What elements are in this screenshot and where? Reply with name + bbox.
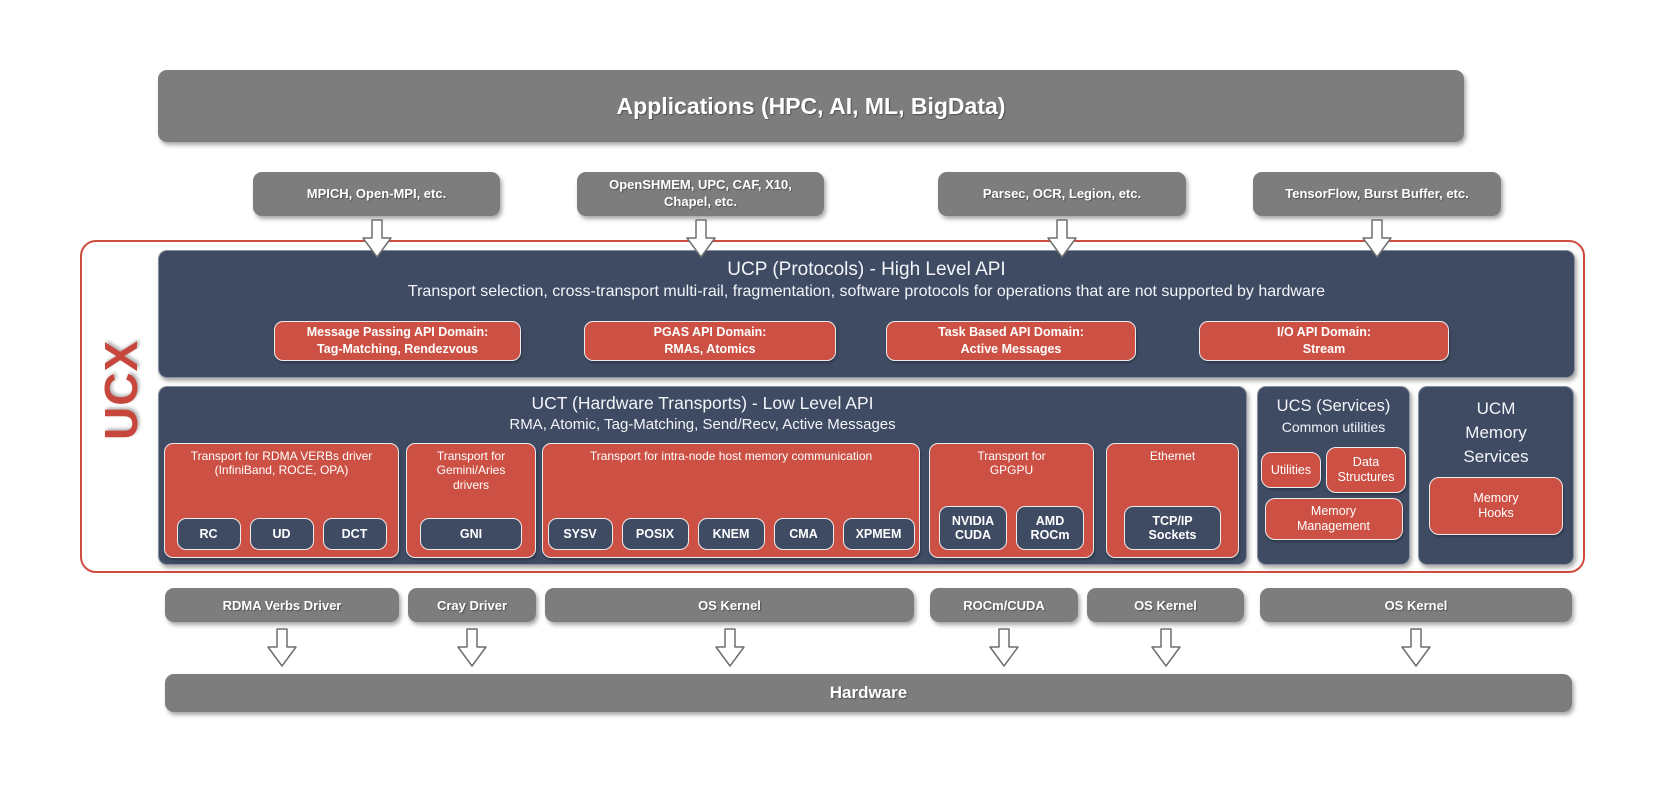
transport-label: Transport for RDMA VERBs driver (InfiniB… [190, 449, 373, 478]
driver-label: OS Kernel [698, 597, 761, 613]
chip-tcpip-sockets: TCP/IP Sockets [1124, 506, 1221, 550]
uct-layer: UCT (Hardware Transports) - Low Level AP… [158, 386, 1247, 565]
middleware-box-pgas: OpenSHMEM, UPC, CAF, X10, Chapel, etc. [577, 172, 824, 216]
ucp-domain-message-passing: Message Passing API Domain:Tag-Matching,… [274, 321, 521, 361]
down-arrow-icon [362, 219, 392, 258]
middleware-label: Parsec, OCR, Legion, etc. [982, 185, 1142, 201]
transport-label: Transport for intra-node host memory com… [589, 449, 873, 463]
transport-chips: NVIDIA CUDA AMD ROCm [934, 506, 1089, 550]
down-arrow-icon [1362, 219, 1392, 258]
uct-title: UCT (Hardware Transports) - Low Level AP… [531, 393, 874, 413]
chip-data-structures: Data Structures [1326, 447, 1406, 494]
chip-sysv: SYSV [547, 518, 613, 550]
domain-label: Message Passing API Domain:Tag-Matching,… [306, 325, 489, 356]
chip-posix: POSIX [621, 518, 689, 550]
chip-utilities: Utilities [1261, 452, 1321, 489]
transport-chips: GNI [411, 518, 531, 550]
down-arrow-icon [457, 628, 487, 667]
driver-bar-os-kernel-1: OS Kernel [545, 588, 914, 622]
driver-label: OS Kernel [1134, 597, 1197, 613]
driver-bar-os-kernel-3: OS Kernel [1260, 588, 1572, 622]
down-arrow-icon [715, 628, 745, 667]
middleware-box-mpi: MPICH, Open-MPI, etc. [253, 172, 500, 216]
transport-label: Ethernet [1149, 449, 1196, 463]
chip-memory-management: Memory Management [1264, 498, 1403, 541]
driver-bar-os-kernel-2: OS Kernel [1087, 588, 1244, 622]
driver-bar-cray: Cray Driver [408, 588, 536, 622]
driver-label: RDMA Verbs Driver [222, 597, 342, 613]
uct-transport-intra-node: Transport for intra-node host memory com… [542, 443, 920, 558]
driver-bar-rocm-cuda: ROCm/CUDA [930, 588, 1078, 622]
down-arrow-icon [989, 628, 1019, 667]
chip-memory-hooks: Memory Hooks [1429, 477, 1563, 536]
hardware-bar: Hardware [165, 674, 1572, 712]
ucx-label: UCX [95, 339, 147, 440]
middleware-label: MPICH, Open-MPI, etc. [306, 185, 447, 201]
ucp-title: UCP (Protocols) - High Level API [727, 259, 1006, 280]
driver-label: Cray Driver [436, 597, 508, 613]
middleware-box-io: TensorFlow, Burst Buffer, etc. [1253, 172, 1501, 216]
hardware-label: Hardware [829, 683, 908, 702]
domain-label: Task Based API Domain:Active Messages [938, 325, 1084, 356]
middleware-box-task: Parsec, OCR, Legion, etc. [938, 172, 1186, 216]
uct-subtitle: RMA, Atomic, Tag-Matching, Send/Recv, Ac… [509, 416, 896, 433]
down-arrow-icon [267, 628, 297, 667]
chip-amd-rocm: AMD ROCm [1016, 506, 1084, 550]
ucm-chips-row: Memory Hooks [1419, 477, 1573, 536]
ucs-chips-row: Utilities Data Structures [1258, 447, 1409, 494]
down-arrow-icon [1151, 628, 1181, 667]
uct-transport-ethernet: Ethernet TCP/IP Sockets [1106, 443, 1239, 558]
transport-label: Transport for GPGPU [977, 449, 1046, 478]
domain-label: I/O API Domain:Stream [1277, 325, 1371, 356]
driver-bar-rdma-verbs: RDMA Verbs Driver [165, 588, 399, 622]
ucs-title: UCS (Services) [1276, 397, 1391, 415]
chip-ud: UD [249, 518, 314, 550]
uct-transport-rdma-verbs: Transport for RDMA VERBs driver (InfiniB… [164, 443, 399, 558]
ucp-subtitle: Transport selection, cross-transport mul… [407, 283, 1326, 300]
transport-chips: SYSV POSIX KNEM CMA XPMEM [547, 518, 915, 550]
down-arrow-icon [1047, 219, 1077, 258]
down-arrow-icon [1401, 628, 1431, 667]
driver-label: OS Kernel [1384, 597, 1448, 613]
chip-xpmem: XPMEM [842, 518, 915, 550]
chip-dct: DCT [322, 518, 387, 550]
transport-label: Transport for Gemini/Aries drivers [436, 449, 506, 492]
applications-label: Applications (HPC, AI, ML, BigData) [616, 92, 1006, 119]
chip-nvidia-cuda: NVIDIA CUDA [939, 506, 1007, 550]
domain-label: PGAS API Domain:RMAs, Atomics [653, 325, 767, 356]
ucs-layer: UCS (Services) Common utilities Utilitie… [1257, 386, 1410, 565]
ucp-domain-pgas: PGAS API Domain:RMAs, Atomics [584, 321, 836, 361]
chip-knem: KNEM [697, 518, 765, 550]
chip-cma: CMA [773, 518, 834, 550]
driver-label: ROCm/CUDA [963, 597, 1045, 613]
uct-transport-gemini-aries: Transport for Gemini/Aries drivers GNI [406, 443, 536, 558]
ucp-layer: UCP (Protocols) - High Level API Transpo… [158, 250, 1575, 378]
ucs-chips-row: Memory Management [1258, 498, 1409, 541]
ucx-boundary: UCX [80, 240, 1585, 573]
ucp-domain-io: I/O API Domain:Stream [1199, 321, 1449, 361]
chip-rc: RC [176, 518, 241, 550]
ucm-title: UCM Memory Services [1463, 399, 1529, 466]
transport-chips: TCP/IP Sockets [1111, 506, 1234, 550]
chip-gni: GNI [420, 518, 522, 550]
transport-chips: RC UD DCT [169, 518, 394, 550]
middleware-label: TensorFlow, Burst Buffer, etc. [1285, 185, 1469, 201]
ucs-subtitle: Common utilities [1281, 419, 1386, 436]
middleware-label: OpenSHMEM, UPC, CAF, X10, Chapel, etc. [609, 177, 792, 209]
ucp-domain-task-based: Task Based API Domain:Active Messages [886, 321, 1136, 361]
uct-transport-gpgpu: Transport for GPGPU NVIDIA CUDA AMD ROCm [929, 443, 1094, 558]
ucm-layer: UCM Memory Services Memory Hooks [1418, 386, 1574, 565]
down-arrow-icon [686, 219, 716, 258]
applications-bar: Applications (HPC, AI, ML, BigData) [158, 70, 1464, 142]
